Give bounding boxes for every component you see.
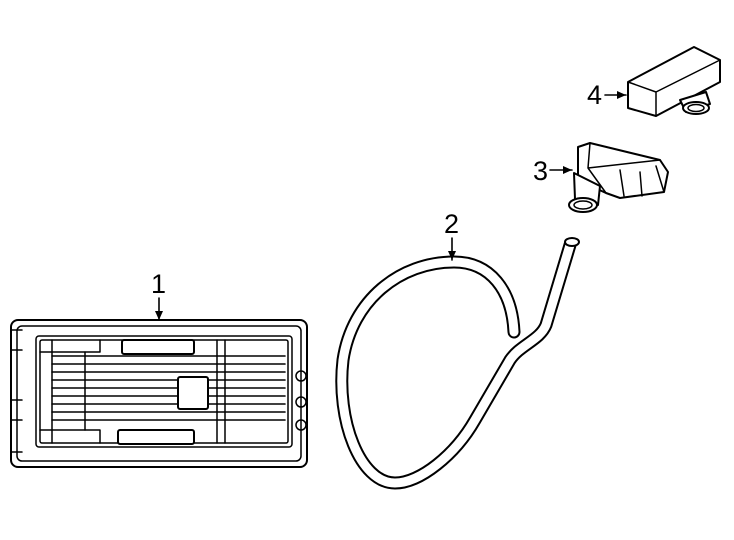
callout-2: 2 (444, 209, 459, 239)
part-1-filter (10, 319, 308, 468)
part-3-sensor (568, 142, 669, 213)
part-2-hose (335, 237, 580, 490)
callout-4: 4 (587, 80, 602, 110)
callout-3: 3 (533, 156, 548, 186)
part-4-connector (627, 46, 721, 117)
callout-1: 1 (151, 269, 166, 299)
